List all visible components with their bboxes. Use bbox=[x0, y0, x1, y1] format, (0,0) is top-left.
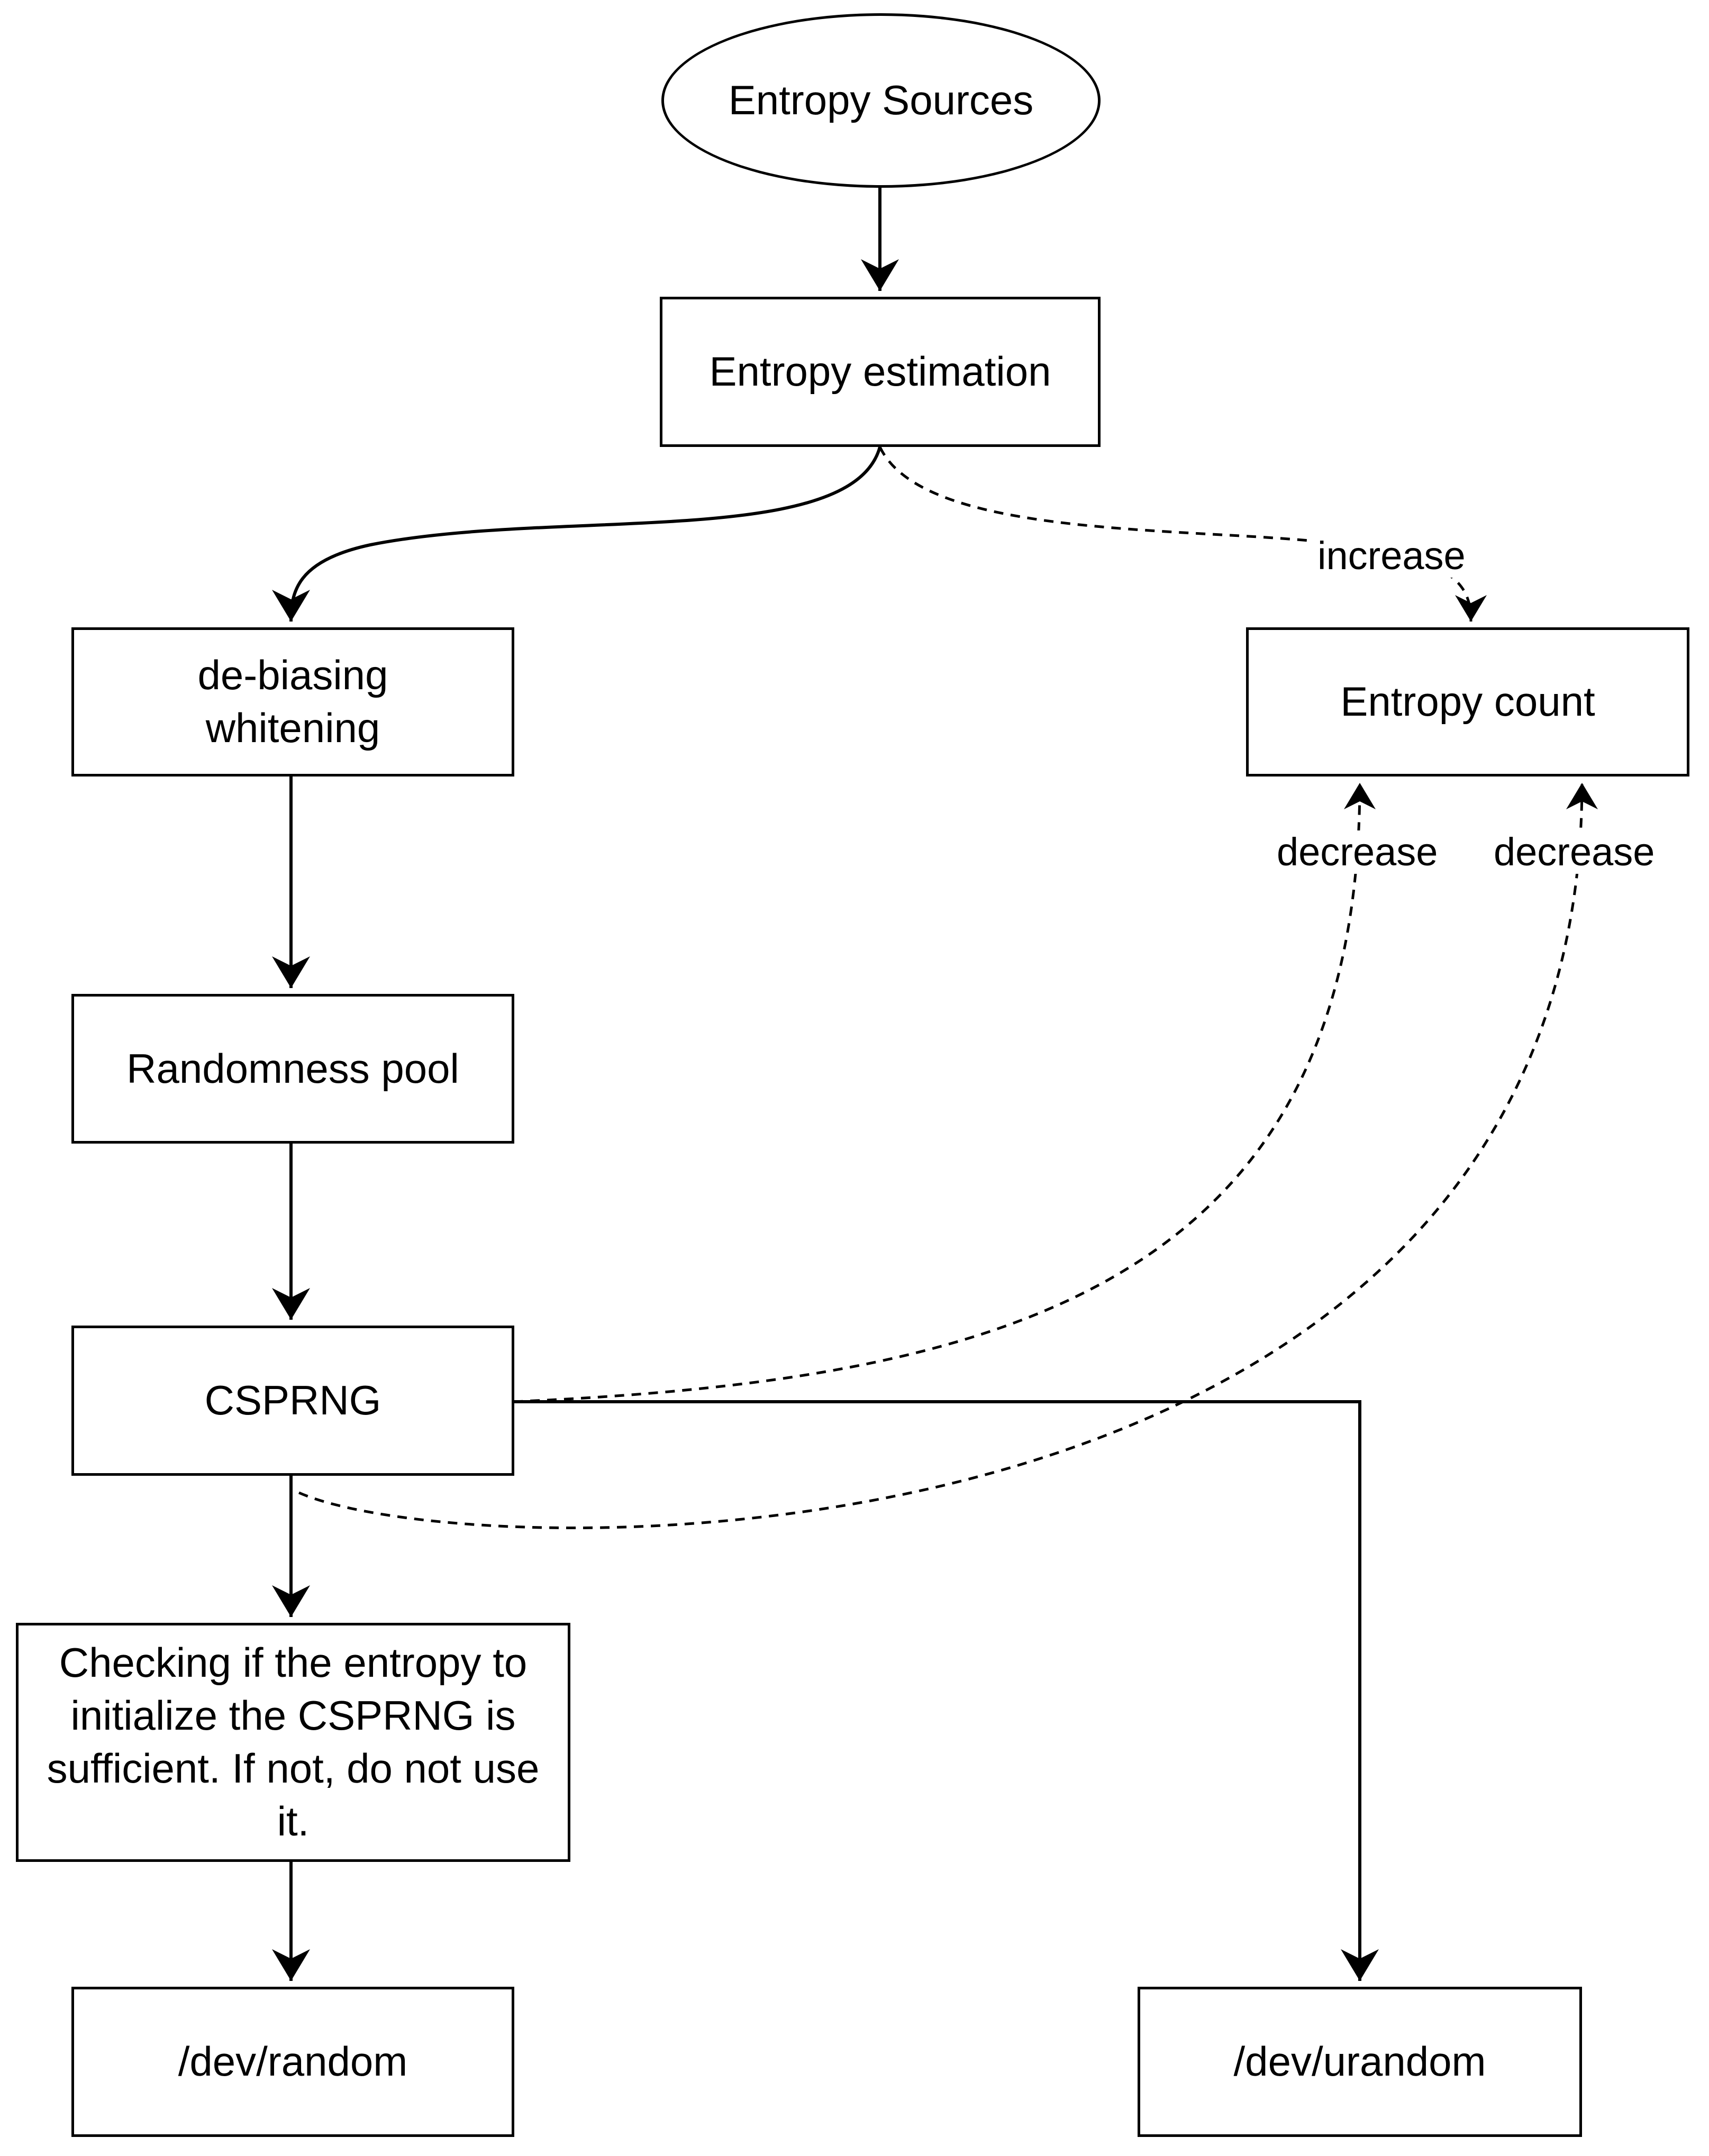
node-randomness-pool: Randomness pool bbox=[71, 994, 514, 1144]
node-checking-line-2: initialize the CSPRNG is bbox=[70, 1692, 516, 1739]
edge-csprng-to-count-right-dashed bbox=[298, 782, 1598, 1529]
edge-csprng-to-devurandom bbox=[513, 1400, 1379, 1981]
node-entropy-count: Entropy count bbox=[1246, 627, 1689, 776]
node-debiasing-whitening: de-biasing whitening bbox=[71, 627, 514, 776]
edge-estimation-to-count-dashed bbox=[878, 446, 1487, 622]
label-increase: increase bbox=[1313, 534, 1470, 578]
edge-estimation-to-debiasing bbox=[272, 446, 881, 622]
node-csprng: CSPRNG bbox=[71, 1326, 514, 1476]
label-decrease-left: decrease bbox=[1272, 830, 1442, 874]
node-entropy-estimation-label: Entropy estimation bbox=[709, 348, 1051, 395]
node-entropy-estimation: Entropy estimation bbox=[660, 297, 1101, 447]
node-dev-random-label: /dev/random bbox=[178, 2038, 408, 2085]
node-dev-random: /dev/random bbox=[71, 1987, 514, 2137]
node-csprng-label: CSPRNG bbox=[204, 1377, 381, 1424]
node-entropy-sources: Entropy Sources bbox=[661, 13, 1101, 188]
node-debiasing-label: de-biasing bbox=[197, 652, 388, 699]
node-randomness-pool-label: Randomness pool bbox=[126, 1045, 459, 1092]
node-entropy-count-label: Entropy count bbox=[1340, 678, 1595, 725]
node-checking-line-1: Checking if the entropy to bbox=[59, 1639, 528, 1686]
node-checking-line-3: sufficient. If not, do not use bbox=[47, 1745, 540, 1792]
node-checking-entropy: Checking if the entropy to initialize th… bbox=[16, 1623, 570, 1862]
label-decrease-right: decrease bbox=[1489, 830, 1659, 874]
node-whitening-label: whitening bbox=[205, 705, 380, 751]
node-entropy-sources-label: Entropy Sources bbox=[728, 77, 1034, 124]
node-dev-urandom-label: /dev/urandom bbox=[1233, 2038, 1486, 2085]
node-checking-line-4: it. bbox=[277, 1797, 310, 1844]
node-dev-urandom: /dev/urandom bbox=[1138, 1987, 1582, 2137]
edge-csprng-to-count-left-dashed bbox=[513, 782, 1376, 1403]
